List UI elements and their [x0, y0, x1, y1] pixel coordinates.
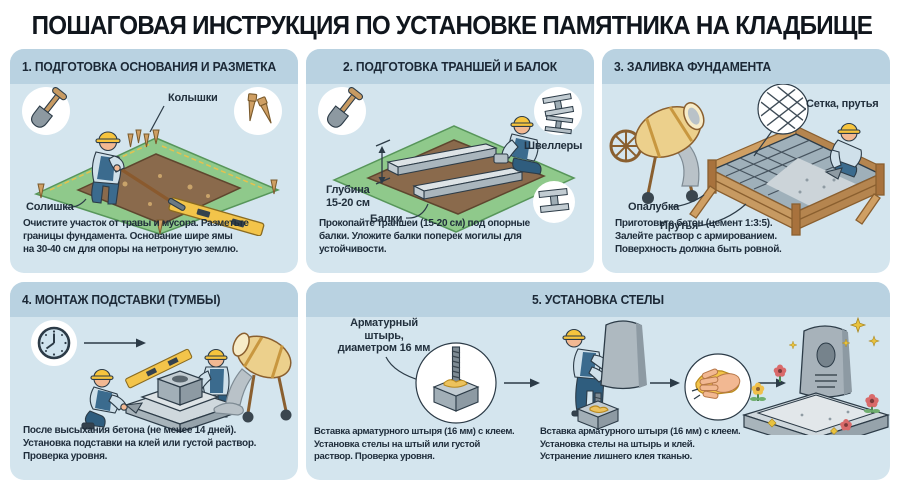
panel-3-illustration [609, 84, 885, 236]
panel-1-caption: Очистите участок от травы и мусора. Разм… [23, 218, 249, 255]
depth-arrow [375, 139, 391, 185]
hand-cloth-icon [684, 353, 752, 421]
label-stakes: Колышки [168, 92, 218, 104]
label-rebar-pin: Арматурный штырь, диаметром 16 мм [337, 317, 431, 355]
panel-3-caption: Приготовьте бетон (цемент 1:3:5). Залейт… [615, 218, 782, 255]
label-edge: Солишка [26, 201, 74, 213]
page-title-text: ПОШАГОВАЯ ИНСТРУКЦИЯ ПО УСТАНОВКЕ ПАМЯТН… [31, 10, 873, 40]
panel-5-caption-right: Вставка арматурного штыря (16 мм) с клее… [540, 426, 741, 463]
label-channels: Швеллеры [524, 140, 583, 152]
panel-4-header: 4. МОНТАЖ ПОДСТАВКИ (ТУМБЫ) [10, 282, 298, 317]
concrete-mixer-icon [609, 102, 705, 204]
label-connectors [671, 194, 747, 227]
arrow-icon [758, 378, 786, 388]
panel-5-illustration [385, 317, 890, 435]
formwork-planks [689, 159, 885, 236]
mesh-icon [753, 84, 809, 157]
arrow-icon [650, 378, 680, 388]
label-depth: Глубина 15-20 см [326, 184, 370, 209]
level-tool-icon [125, 348, 193, 389]
panel-step-4: 4. МОНТАЖ ПОДСТАВКИ (ТУМБЫ) [10, 282, 298, 480]
panel-2-title: 2. ПОДГОТОВКА ТРАНШЕЙ И БАЛОК [343, 59, 557, 74]
panel-step-2: 2. ПОДГОТОВКА ТРАНШЕЙ И БАЛОК [306, 49, 594, 273]
panel-5-caption-left: Вставка арматурного штыря (16 мм) с клее… [314, 426, 515, 463]
panel-step-1: 1. ПОДГОТОВКА ОСНОВАНИЯ И РАЗМЕТКА [10, 49, 298, 273]
worker-raking-icon [91, 131, 186, 211]
shovel-icon [318, 87, 366, 135]
concrete-mixer-icon [213, 332, 292, 423]
panel-5-header: 5. УСТАНОВКА СТЕЛЫ [306, 282, 890, 317]
arrow-icon [504, 378, 540, 388]
monument-icon [741, 325, 890, 435]
arrow-icon [84, 338, 146, 348]
channel-beam-icon [534, 87, 582, 135]
smoothed-concrete [766, 158, 856, 206]
beams-icon [386, 143, 524, 200]
panel-step-3: 3. ЗАЛИВКА ФУНДАМЕНТА [602, 49, 890, 273]
page-title: ПОШАГОВАЯ ИНСТРУКЦИЯ ПО УСТАНОВКЕ ПАМЯТН… [0, 0, 900, 49]
pedestal-pin-icon [576, 392, 620, 430]
panel-4-illustration [31, 320, 292, 433]
panel-4-body: После высыхания бетона (не менее 14 дней… [10, 317, 298, 480]
panel-3-title: 3. ЗАЛИВКА ФУНДАМЕНТА [614, 59, 772, 74]
panel-4-title: 4. МОНТАЖ ПОДСТАВКИ (ТУМБЫ) [22, 292, 221, 307]
panel-5-body: Арматурный штырь, диаметром 16 мм Вставк… [306, 317, 890, 480]
label-beams: Балки [370, 213, 403, 225]
panel-2-caption: Прокопайте траншеи (15-20 см) под опорны… [319, 218, 530, 255]
beams-connector [405, 203, 429, 219]
panel-1-illustration [22, 87, 282, 236]
panel-2-body: Швеллеры Глубина 15-20 см Балки Прокопай… [306, 84, 594, 273]
panel-3-body: Сетка, прутья Опалубка Прутья Приготовьт… [602, 84, 890, 273]
stakes-icon [234, 87, 282, 135]
worker-troweling-icon [824, 123, 862, 180]
panel-3-header: 3. ЗАЛИВКА ФУНДАМЕНТА [602, 49, 890, 84]
flower-icon [750, 364, 880, 431]
label-formwork: Опалубка [628, 201, 680, 213]
panel-1-header: 1. ПОДГОТОВКА ОСНОВАНИЯ И РАЗМЕТКА [10, 49, 298, 84]
label-mesh: Сетка, прутья [806, 98, 879, 110]
clock-icon [31, 320, 77, 366]
panel-1-title: 1. ПОДГОТОВКА ОСНОВАНИЯ И РАЗМЕТКА [22, 59, 277, 74]
stele-icon [600, 320, 647, 390]
panel-1-body: Колышки Солишка Очистите участок от трав… [10, 84, 298, 273]
infographic-board: 1. ПОДГОТОВКА ОСНОВАНИЯ И РАЗМЕТКА [10, 49, 890, 480]
channel-beam-small-icon [533, 181, 575, 223]
panel-step-5: 5. УСТАНОВКА СТЕЛЫ [306, 282, 890, 480]
panel-2-header: 2. ПОДГОТОВКА ТРАНШЕЙ И БАЛОК [306, 49, 594, 84]
worker-kneeling-icon [493, 116, 542, 175]
label-rods: Прутья [660, 220, 699, 232]
label-connectors [63, 105, 165, 208]
panel-2-illustration [318, 87, 582, 233]
rebar-pin-icon [415, 342, 497, 424]
panel-4-caption: После высыхания бетона (не менее 14 дней… [23, 425, 257, 462]
worker-kneeling-icon [81, 369, 144, 430]
panel-5-title: 5. УСТАНОВКА СТЕЛЫ [532, 292, 664, 307]
sparkle-icon [767, 317, 880, 435]
shovel-icon [22, 87, 70, 135]
